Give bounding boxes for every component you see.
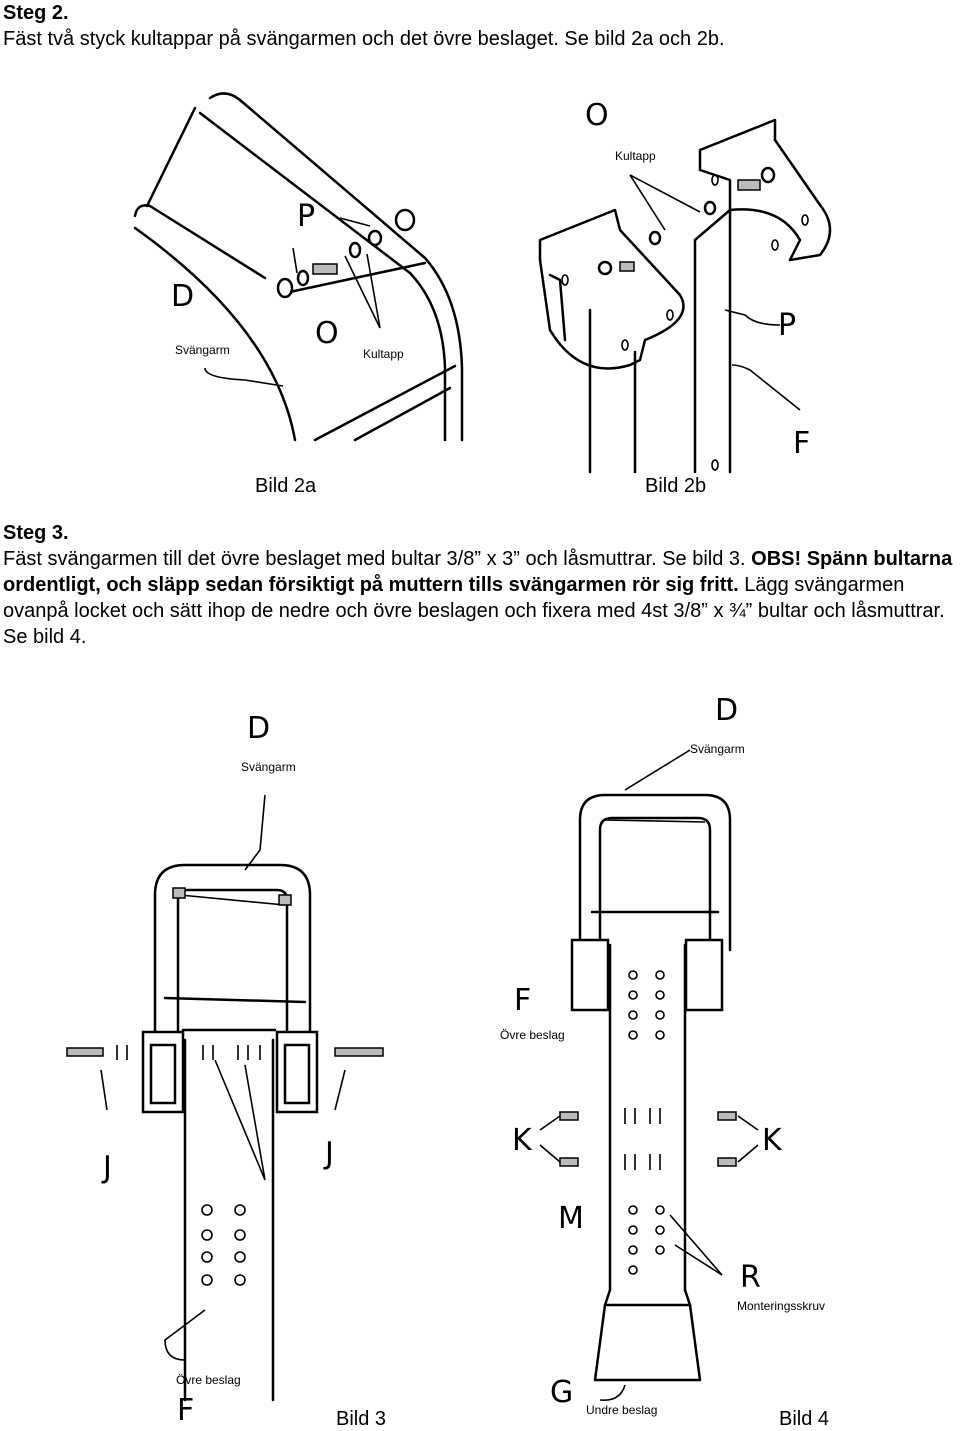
- washer: [296, 269, 310, 287]
- lower-bracket: [593, 1288, 702, 1382]
- letter-d: D: [171, 279, 194, 314]
- bolt-right: [334, 1047, 384, 1057]
- mounting-holes: [628, 970, 665, 1275]
- figure-2b: O P F Kultapp: [538, 98, 832, 474]
- bracket-left: [570, 938, 610, 1012]
- ball-stud-2: [737, 179, 761, 191]
- letter-o: O: [315, 316, 339, 351]
- step3-section: Steg 3. Fäst svängarmen till det övre be…: [3, 520, 953, 650]
- letter-o: O: [585, 98, 609, 133]
- ball-stud-2: [367, 229, 383, 247]
- swing-arm-rail-outer: [208, 92, 464, 442]
- letter-d: D: [247, 711, 270, 746]
- mounting-holes: [201, 1204, 246, 1286]
- letter-k-right: K: [762, 1123, 783, 1158]
- callout-svangarm: Svängarm: [690, 742, 745, 756]
- step3-text-warning: OBS! Spänn bultarna ordentligt, och släp…: [3, 548, 953, 596]
- swing-arm-rail-top: [133, 204, 267, 280]
- letter-k-left: K: [512, 1123, 533, 1158]
- letter-p: P: [778, 308, 796, 343]
- callout-undre-beslag: Undre beslag: [586, 1403, 657, 1417]
- step2-section: Steg 2. Fäst två styck kultappar på svän…: [3, 0, 953, 52]
- callout-kultapp: Kultapp: [363, 347, 404, 361]
- washer: [348, 241, 362, 259]
- figure-4: D F K K M R G Svängarm Övre beslag Monte…: [500, 693, 825, 1417]
- caption-bild-3: Bild 3: [336, 1408, 387, 1430]
- step3-text-normal-2: Lägg svängarmen ovanpå locket och sätt i…: [3, 574, 945, 648]
- caption-bild-2b: Bild 2b: [645, 475, 707, 497]
- letter-f: F: [177, 1393, 194, 1420]
- letter-f: F: [793, 426, 810, 461]
- step3-text-normal-1: Fäst svängarmen till det övre beslaget m…: [3, 548, 752, 570]
- callout-monteringsskruv: Monteringsskruv: [737, 1299, 825, 1313]
- callout-ovre-beslag: Övre beslag: [500, 1028, 565, 1042]
- step3-title: Steg 3.: [3, 522, 69, 544]
- bolt-head: [276, 277, 294, 299]
- nut: [394, 208, 416, 232]
- letter-j-right: J: [323, 1136, 334, 1171]
- letter-j-left: J: [101, 1150, 112, 1185]
- swing-arm: [153, 863, 312, 1042]
- ball-stud: [312, 263, 338, 275]
- ball-stud: [619, 261, 635, 272]
- letter-m: M: [558, 1201, 584, 1236]
- letter-p: P: [297, 199, 315, 234]
- step3-text: Fäst svängarmen till det övre beslaget m…: [3, 546, 953, 650]
- callout-ovre-beslag: Övre beslag: [176, 1373, 241, 1387]
- figure-2a: P D O Svängarm Kultapp: [133, 92, 464, 442]
- caption-bild-4: Bild 4: [779, 1408, 830, 1430]
- bolt-left: [66, 1047, 104, 1057]
- callout-svangarm: Svängarm: [241, 760, 296, 774]
- caption-bild-2a: Bild 2a: [255, 475, 317, 497]
- callout-svangarm: Svängarm: [175, 343, 230, 357]
- swing-arm: [578, 793, 732, 952]
- letter-g: G: [550, 1375, 573, 1410]
- swing-arm-rail-inner: [133, 226, 297, 442]
- callout-kultapp: Kultapp: [615, 149, 656, 163]
- nut: [597, 260, 613, 276]
- step2-title: Steg 2.: [3, 2, 69, 24]
- figure-3: D J J F Svängarm Övre beslag: [66, 711, 384, 1420]
- letter-d: D: [715, 693, 738, 728]
- step2-text: Fäst två styck kultappar på svängarmen o…: [3, 28, 725, 50]
- letter-f: F: [514, 983, 531, 1018]
- letter-r: R: [740, 1260, 761, 1295]
- bracket-right: [684, 938, 724, 1012]
